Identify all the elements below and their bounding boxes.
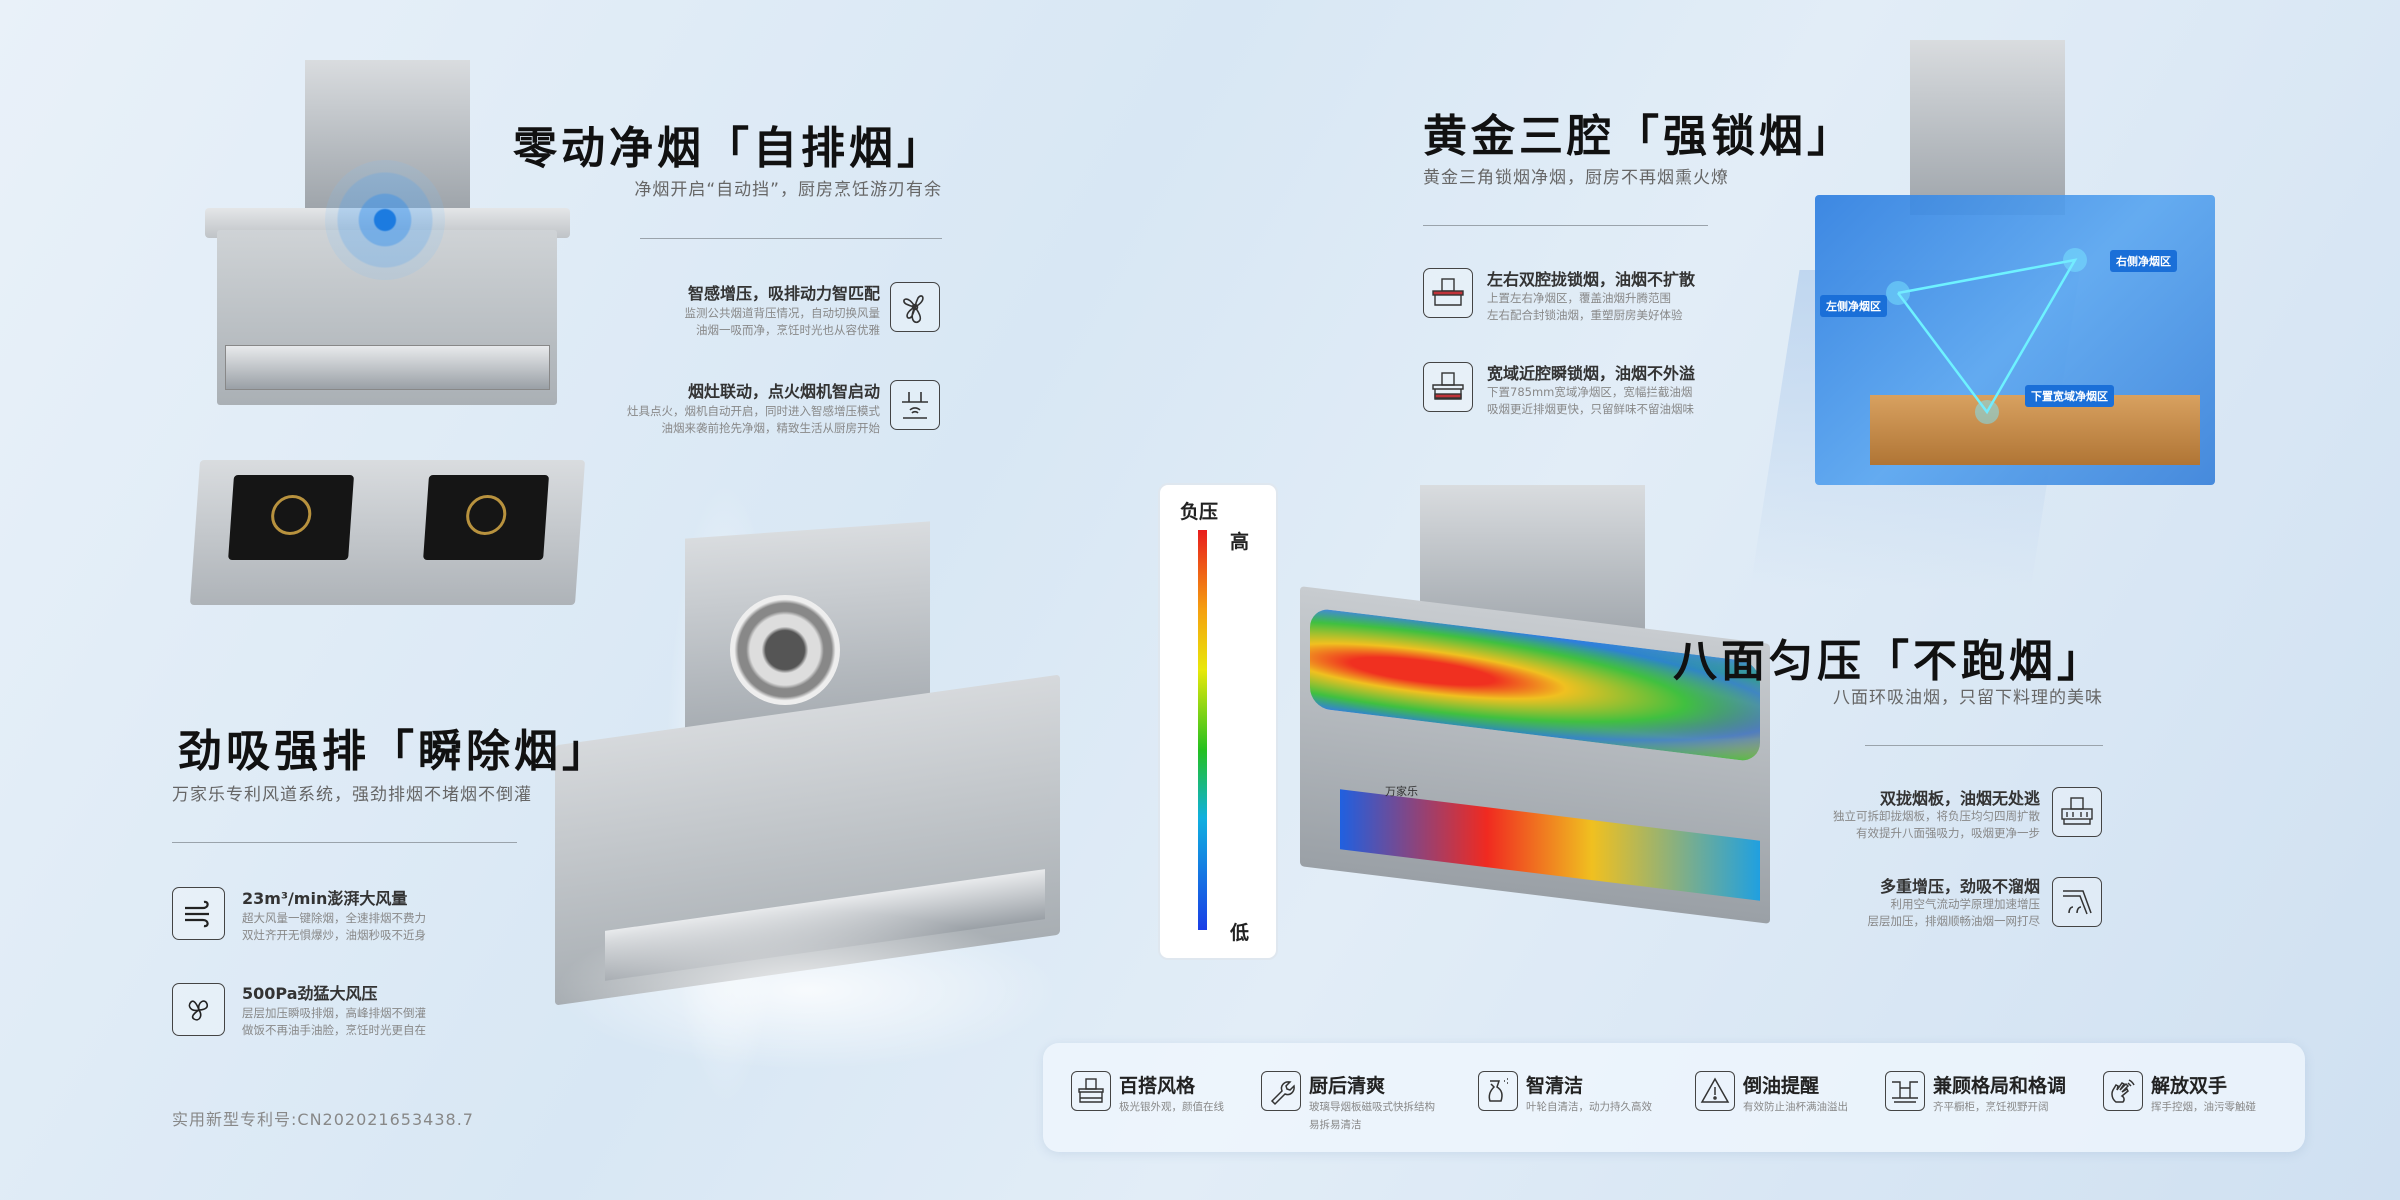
hood-upper-zone-icon [1423,268,1473,318]
feature-desc: 超大风量一键除烟，全速排烟不费力双灶齐开无惧爆炒，油烟秒吸不近身 [242,911,426,942]
feature-title: 宽域近腔瞬锁烟，油烟不外溢 [1487,364,1696,383]
feature-title: 烟灶联动，点火烟机智启动 [687,382,880,401]
fan-icon [890,282,940,332]
propeller-icon [172,983,225,1036]
feature-bar-item: 解放双手挥手控烟，油污零触碰 [2103,1071,2256,1116]
divider [1865,745,2103,746]
feature-title: 智感增压，吸排动力智匹配 [687,284,880,303]
zone-label-right: 右侧净烟区 [2110,250,2177,272]
zone-label-left: 左侧净烟区 [1820,295,1887,317]
feature-desc: 灶具点火，烟机自动开启，同时进入智感增压模式油烟来袭前抢先净烟，精致生活从厨房开… [627,404,880,435]
hood-lower-zone-icon [1423,362,1473,412]
feature-bar-item: 百搭风格极光银外观，颜值在线 [1071,1071,1224,1116]
feature-bar-item: 厨后清爽玻璃导烟板磁吸式快拆结构易拆易清洁 [1261,1071,1444,1134]
feature-title: 双拢烟板，油烟无处逃 [1879,789,2040,808]
wave-hand-icon [2103,1071,2143,1111]
section-subtitle: 八面环吸油烟，只留下料理的美味 [1833,688,2103,708]
section-title-instant-removal: 劲吸强排「瞬除烟」 [178,726,610,777]
zone-label-lower: 下置宽域净烟区 [2025,385,2114,407]
feature-bar-title: 兼顾格局和格调 [1933,1075,2067,1097]
section-title-lock-smoke: 黄金三腔「强锁烟」 [1423,111,1855,162]
section-title-no-escape: 八面匀压「不跑烟」 [1673,636,2105,687]
feature-bar-desc: 有效防止油杯满油溢出 [1743,1101,1848,1113]
section-subtitle: 黄金三角锁烟净烟，厨房不再烟熏火燎 [1423,168,1729,188]
legend-low: 低 [1230,922,1250,944]
patent-number: 实用新型专利号:CN202021653438.7 [172,1110,474,1129]
section-title-auto-exhaust: 零动净烟「自排烟」 [513,123,945,174]
feature-bar-desc: 齐平橱柜，烹饪视野开阔 [1933,1101,2049,1113]
cabinet-icon [1885,1071,1925,1111]
feature-title: 500Pa劲猛大风压 [242,984,378,1003]
pressure-legend: 负压 高 低 [1158,483,1278,960]
feature-bar-desc: 玻璃导烟板磁吸式快拆结构易拆易清洁 [1309,1101,1435,1131]
brand-logo: 万家乐 [1385,785,1418,798]
feature-desc: 独立可拆卸拢烟板，将负压均匀四周扩散有效提升八面强吸力，吸烟更净一步 [1833,809,2040,840]
spray-bottle-icon [1478,1071,1518,1111]
divider [172,842,517,843]
hood-baffle-icon [2052,787,2102,837]
feature-bar-desc: 叶轮自清洁，动力持久高效 [1526,1101,1652,1113]
range-hood-image-auto [205,60,570,405]
wrench-icon [1261,1071,1301,1111]
feature-title: 多重增压，劲吸不溜烟 [1879,877,2040,896]
pressure-gradient-bar [1198,530,1207,930]
feature-bar-desc: 极光银外观，颜值在线 [1119,1101,1224,1113]
feature-bar-title: 智清洁 [1526,1075,1584,1097]
feature-desc: 层层加压瞬吸排烟，高峰排烟不倒灌做饭不再油手油脸，烹饪时光更自在 [242,1006,426,1037]
feature-bar-desc: 挥手控烟，油污零触碰 [2151,1101,2256,1113]
feature-title: 23m³/min澎湃大风量 [242,889,408,908]
feature-bar-title: 倒油提醒 [1743,1075,1820,1097]
hood-icon [1071,1071,1111,1111]
feature-bar-title: 厨后清爽 [1309,1075,1386,1097]
section-subtitle: 万家乐专利风道系统，强劲排烟不堵烟不倒灌 [172,785,532,805]
feature-bar-title: 解放双手 [2151,1075,2228,1097]
feature-title: 左右双腔拢锁烟，油烟不扩散 [1487,270,1696,289]
airflow-duct-icon [2052,877,2102,927]
feature-bar-title: 百搭风格 [1119,1075,1196,1097]
legend-high: 高 [1230,531,1250,553]
range-hood-image-powerful [555,480,1060,1110]
legend-title: 负压 [1180,501,1219,523]
feature-desc: 利用空气流动学原理加速增压层层加压，排烟顺畅油烟一网打尽 [1867,897,2041,928]
divider [1423,225,1708,226]
section-subtitle: 净烟开启“自动挡”，厨房烹饪游刃有余 [634,180,942,200]
feature-bar-item: 倒油提醒有效防止油杯满油溢出 [1695,1071,1848,1116]
feature-desc: 监测公共烟道背压情况，自动切换风量油烟一吸而净，烹饪时光也从容优雅 [684,306,881,337]
range-hood-image-triple-cavity: 左侧净烟区 右侧净烟区 下置宽域净烟区 [1750,40,2240,590]
feature-bar-item: 兼顾格局和格调齐平橱柜，烹饪视野开阔 [1885,1071,2066,1116]
cooktop-image [189,460,586,605]
feature-bar-item: 智清洁叶轮自清洁，动力持久高效 [1478,1071,1652,1116]
feature-bar: 百搭风格极光银外观，颜值在线 厨后清爽玻璃导烟板磁吸式快拆结构易拆易清洁 智清洁… [1043,1043,2305,1152]
divider [640,238,942,239]
hood-wireless-icon [890,380,940,430]
feature-desc: 下置785mm宽域净烟区，宽幅拦截油烟吸烟更近排烟更快，只留鲜味不留油烟味 [1487,385,1694,416]
warning-icon [1695,1071,1735,1111]
range-hood-image-heatmap: 万家乐 [1290,485,1780,975]
wind-icon [172,887,225,940]
feature-desc: 上置左右净烟区，覆盖油烟升腾范围左右配合封锁油烟，重塑厨房美好体验 [1487,291,1683,322]
